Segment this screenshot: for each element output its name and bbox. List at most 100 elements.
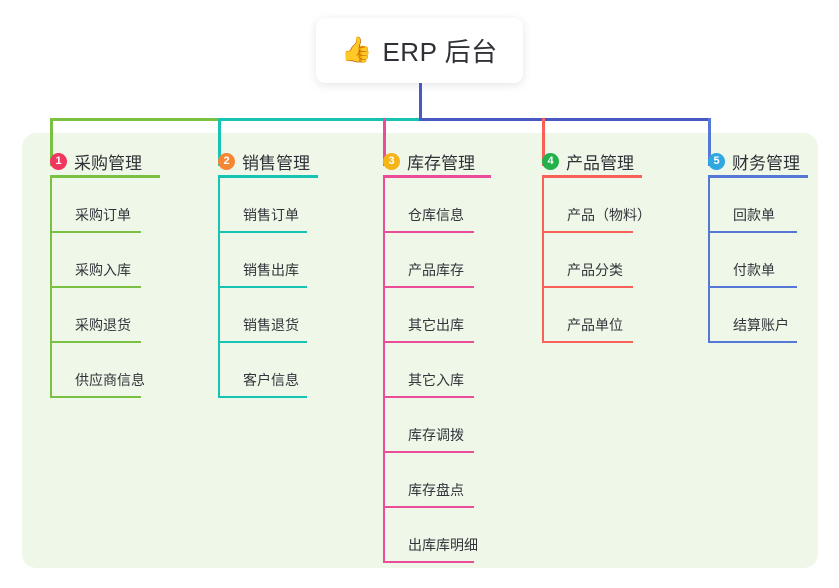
branch-number-badge: 1 [50, 152, 67, 170]
branch-child-item[interactable]: 其它出库 [369, 288, 517, 343]
branch-number-badge: 4 [542, 152, 559, 170]
branch-child-item[interactable]: 仓库信息 [369, 178, 517, 233]
branch-child-label: 回款单 [733, 207, 775, 223]
branch-children-2: 销售订单销售出库销售退货客户信息 [204, 178, 344, 398]
root-node[interactable]: 👍 ERP 后台 [316, 18, 523, 83]
branch-title: 财务管理 [732, 153, 800, 173]
branch-child-label: 结算账户 [733, 317, 789, 333]
branch-child-item[interactable]: 产品库存 [369, 233, 517, 288]
branch-child-item[interactable]: 客户信息 [204, 343, 344, 398]
branch-title: 库存管理 [407, 153, 475, 173]
branch-number-badge: 5 [708, 152, 725, 170]
branch-child-underline [384, 506, 474, 508]
branch-number-badge: 3 [383, 152, 400, 170]
branch-child-underline [219, 396, 307, 398]
branch-child-label: 付款单 [733, 262, 775, 278]
branch-child-item[interactable]: 回款单 [694, 178, 834, 233]
branch-child-item[interactable]: 产品分类 [528, 233, 668, 288]
branch-drop-4 [542, 118, 545, 166]
branch-child-item[interactable]: 结算账户 [694, 288, 834, 343]
branch-column-5: 5 财务管理回款单付款单结算账户 [694, 144, 834, 343]
branch-child-underline [51, 286, 141, 288]
branch-child-underline [51, 341, 141, 343]
branch-child-item[interactable]: 销售订单 [204, 178, 344, 233]
branch-child-item[interactable]: 出库库明细 [369, 508, 517, 563]
branch-spine [218, 178, 220, 398]
branch-child-label: 产品（物料） [567, 207, 651, 223]
branch-child-underline [384, 451, 474, 453]
branch-header-underline [383, 175, 491, 178]
branch-child-item[interactable]: 采购退货 [36, 288, 186, 343]
root-stem [419, 83, 422, 121]
branch-column-1: 1 采购管理采购订单采购入库采购退货供应商信息 [36, 144, 186, 398]
branch-header-underline [708, 175, 808, 178]
branch-child-underline [219, 231, 307, 233]
branch-spine [383, 178, 385, 563]
branch-child-label: 库存盘点 [408, 482, 464, 498]
branch-child-label: 库存调拨 [408, 427, 464, 443]
branch-header-1[interactable]: 1 采购管理 [36, 144, 186, 178]
branch-child-underline [543, 231, 633, 233]
branch-child-underline [709, 231, 797, 233]
branch-child-underline [709, 286, 797, 288]
branch-title: 采购管理 [74, 153, 142, 173]
branch-child-label: 其它入库 [408, 372, 464, 388]
branch-spine [50, 178, 52, 398]
branch-child-label: 出库库明细 [408, 537, 478, 553]
bus-segment-blue [419, 118, 711, 121]
branch-child-underline [709, 341, 797, 343]
branch-child-item[interactable]: 供应商信息 [36, 343, 186, 398]
branch-child-label: 采购退货 [75, 317, 131, 333]
branch-child-item[interactable]: 付款单 [694, 233, 834, 288]
branch-child-label: 客户信息 [243, 372, 299, 388]
branch-child-underline [219, 286, 307, 288]
branch-child-label: 采购入库 [75, 262, 131, 278]
branch-child-label: 其它出库 [408, 317, 464, 333]
branch-child-underline [384, 561, 474, 563]
thumbs-up-icon: 👍 [341, 36, 373, 64]
branch-drop-3 [383, 118, 386, 166]
branch-header-underline [218, 175, 318, 178]
branch-drop-1 [50, 118, 53, 166]
branch-children-4: 产品（物料） 产品分类产品单位 [528, 178, 668, 343]
branch-child-label: 销售出库 [243, 262, 299, 278]
branch-child-item[interactable]: 采购订单 [36, 178, 186, 233]
branch-spine [708, 178, 710, 343]
branch-header-3[interactable]: 3 库存管理 [369, 144, 517, 178]
branch-header-underline [50, 175, 160, 178]
branch-child-label: 供应商信息 [75, 372, 145, 388]
branch-child-underline [51, 231, 141, 233]
branch-child-underline [51, 396, 141, 398]
branch-spine [542, 178, 544, 343]
branch-child-underline [384, 341, 474, 343]
branch-child-label: 采购订单 [75, 207, 131, 223]
branch-child-item[interactable]: 产品（物料） [528, 178, 668, 233]
branch-child-underline [384, 231, 474, 233]
bus-segment-green [50, 118, 221, 121]
branch-drop-2 [218, 118, 221, 166]
branch-child-item[interactable]: 库存调拨 [369, 398, 517, 453]
branch-child-item[interactable]: 库存盘点 [369, 453, 517, 508]
branch-drop-5 [708, 118, 711, 166]
branch-child-underline [543, 341, 633, 343]
branch-child-label: 销售退货 [243, 317, 299, 333]
branch-child-label: 产品分类 [567, 262, 623, 278]
branch-children-5: 回款单付款单结算账户 [694, 178, 834, 343]
branch-child-item[interactable]: 其它入库 [369, 343, 517, 398]
branch-child-underline [384, 286, 474, 288]
branch-children-1: 采购订单采购入库采购退货供应商信息 [36, 178, 186, 398]
branches-panel [22, 133, 818, 568]
branch-child-label: 产品库存 [408, 262, 464, 278]
branch-header-5[interactable]: 5 财务管理 [694, 144, 834, 178]
branch-child-item[interactable]: 销售退货 [204, 288, 344, 343]
branch-child-label: 产品单位 [567, 317, 623, 333]
branch-header-underline [542, 175, 642, 178]
branch-child-underline [384, 396, 474, 398]
branch-child-item[interactable]: 采购入库 [36, 233, 186, 288]
branch-child-item[interactable]: 销售出库 [204, 233, 344, 288]
branch-child-underline [543, 286, 633, 288]
branch-child-item[interactable]: 产品单位 [528, 288, 668, 343]
root-node-title: ERP 后台 [382, 37, 498, 67]
